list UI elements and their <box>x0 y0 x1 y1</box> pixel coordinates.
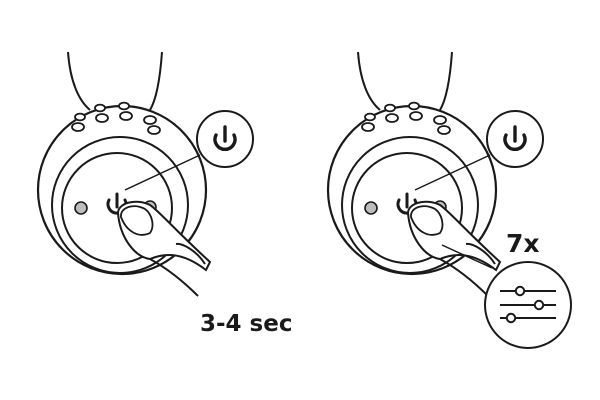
panel-right-device <box>326 50 545 298</box>
press-count-label: 7x <box>506 229 540 258</box>
panel-left-device <box>36 50 255 298</box>
hold-duration-label: 3-4 sec <box>200 311 293 337</box>
leader-line-sliders <box>441 244 493 269</box>
settings-sliders-icon <box>484 261 572 349</box>
